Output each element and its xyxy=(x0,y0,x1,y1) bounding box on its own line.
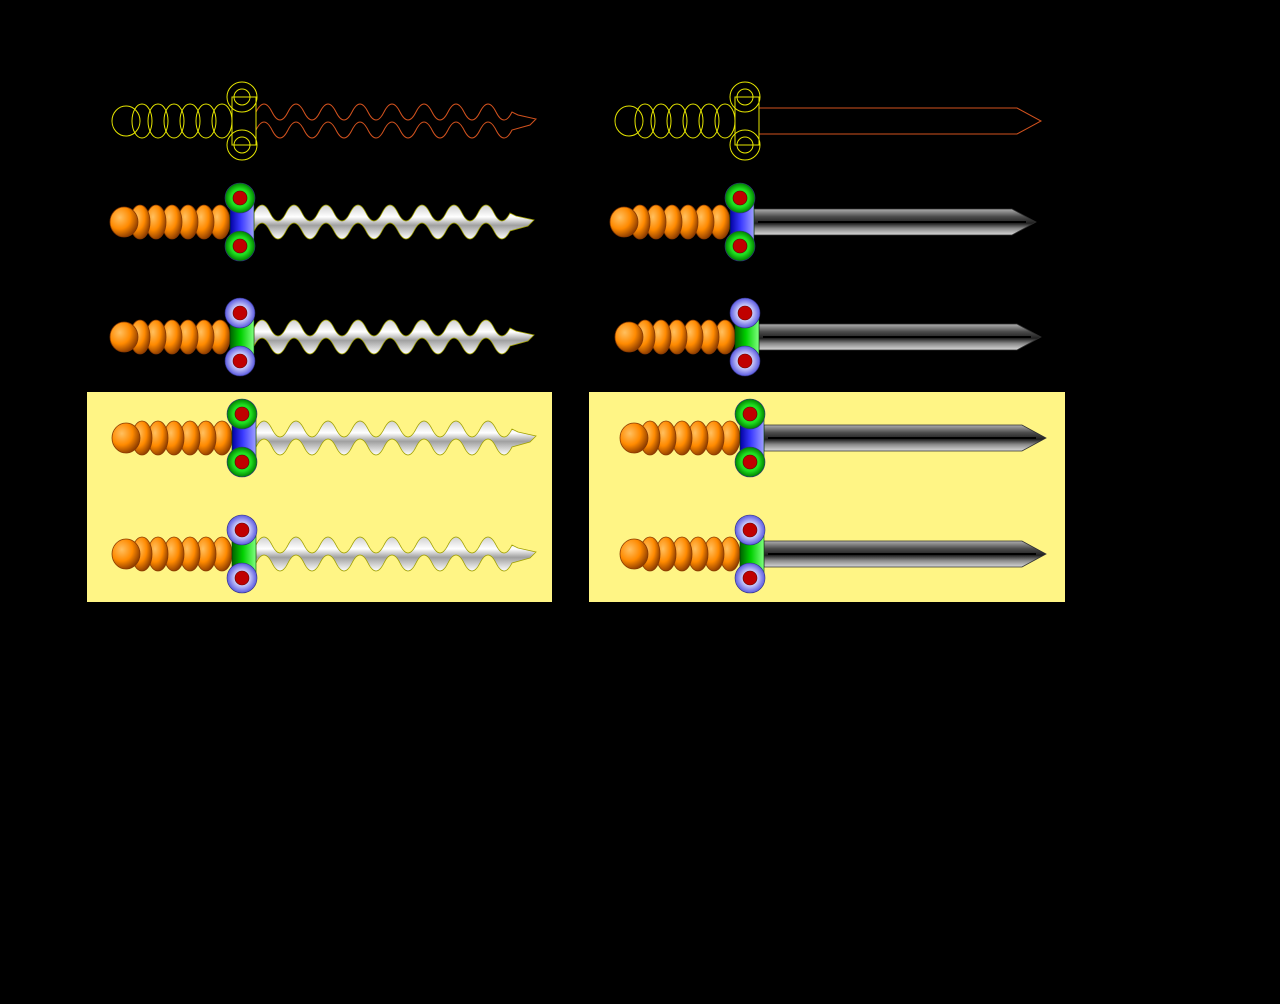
guard-gem xyxy=(232,305,248,321)
grip-segment xyxy=(619,538,649,570)
guard-gem xyxy=(737,305,753,321)
guard-ring xyxy=(226,81,258,113)
guard-gem xyxy=(742,522,758,538)
guard-gem xyxy=(736,88,754,106)
grip-segment xyxy=(634,103,656,139)
grip-segment xyxy=(619,422,649,454)
guard-gem xyxy=(232,353,248,369)
guard-gem xyxy=(736,136,754,154)
guard-gem xyxy=(233,136,251,154)
guard-gem xyxy=(737,353,753,369)
sword-r5-straight xyxy=(619,514,1047,594)
sword-r1-straight xyxy=(614,81,1043,161)
sword-r4-straight xyxy=(619,398,1047,478)
grip-segment xyxy=(714,103,736,139)
sword-r2-serrated xyxy=(109,182,535,262)
blade-serrated xyxy=(253,319,535,355)
grip-segment xyxy=(179,103,201,139)
grip-segment xyxy=(609,206,639,238)
grip-segment xyxy=(147,103,169,139)
sword-r5-serrated xyxy=(111,514,537,594)
grip-segment xyxy=(111,105,141,137)
blade-serrated xyxy=(255,420,537,456)
grip-segment xyxy=(614,321,644,353)
grip-segment xyxy=(109,206,139,238)
grip-segment xyxy=(666,103,688,139)
sword-r3-straight xyxy=(614,297,1042,377)
guard-ring xyxy=(226,129,258,161)
grip-segment xyxy=(111,422,141,454)
grip-segment xyxy=(109,321,139,353)
guard-gem xyxy=(742,454,758,470)
blade-serrated xyxy=(255,536,537,572)
guard-gem xyxy=(234,570,250,586)
grip-segment xyxy=(211,103,233,139)
guard-ring xyxy=(729,81,761,113)
guard-gem xyxy=(732,238,748,254)
sword-r1-serrated xyxy=(111,81,537,161)
grip-segment xyxy=(614,105,644,137)
grip-segment xyxy=(698,103,720,139)
sword-r2-straight xyxy=(609,182,1037,262)
sword-r3-serrated xyxy=(109,297,535,377)
blade-serrated xyxy=(255,103,537,139)
grip-segment xyxy=(195,103,217,139)
blade-serrated xyxy=(253,204,535,240)
guard-gem xyxy=(732,190,748,206)
blade-straight xyxy=(758,107,1043,135)
guard-gem xyxy=(742,406,758,422)
sword-r4-serrated xyxy=(111,398,537,478)
guard-gem xyxy=(233,88,251,106)
guard-gem xyxy=(234,454,250,470)
guard-gem xyxy=(234,406,250,422)
guard-gem xyxy=(232,238,248,254)
crossguard xyxy=(734,96,760,146)
grip-segment xyxy=(163,103,185,139)
guard-gem xyxy=(232,190,248,206)
grip-segment xyxy=(682,103,704,139)
grip-segment xyxy=(131,103,153,139)
guard-gem xyxy=(234,522,250,538)
crossguard xyxy=(231,96,257,146)
guard-ring xyxy=(729,129,761,161)
grip-segment xyxy=(111,538,141,570)
grip-segment xyxy=(650,103,672,139)
guard-gem xyxy=(742,570,758,586)
